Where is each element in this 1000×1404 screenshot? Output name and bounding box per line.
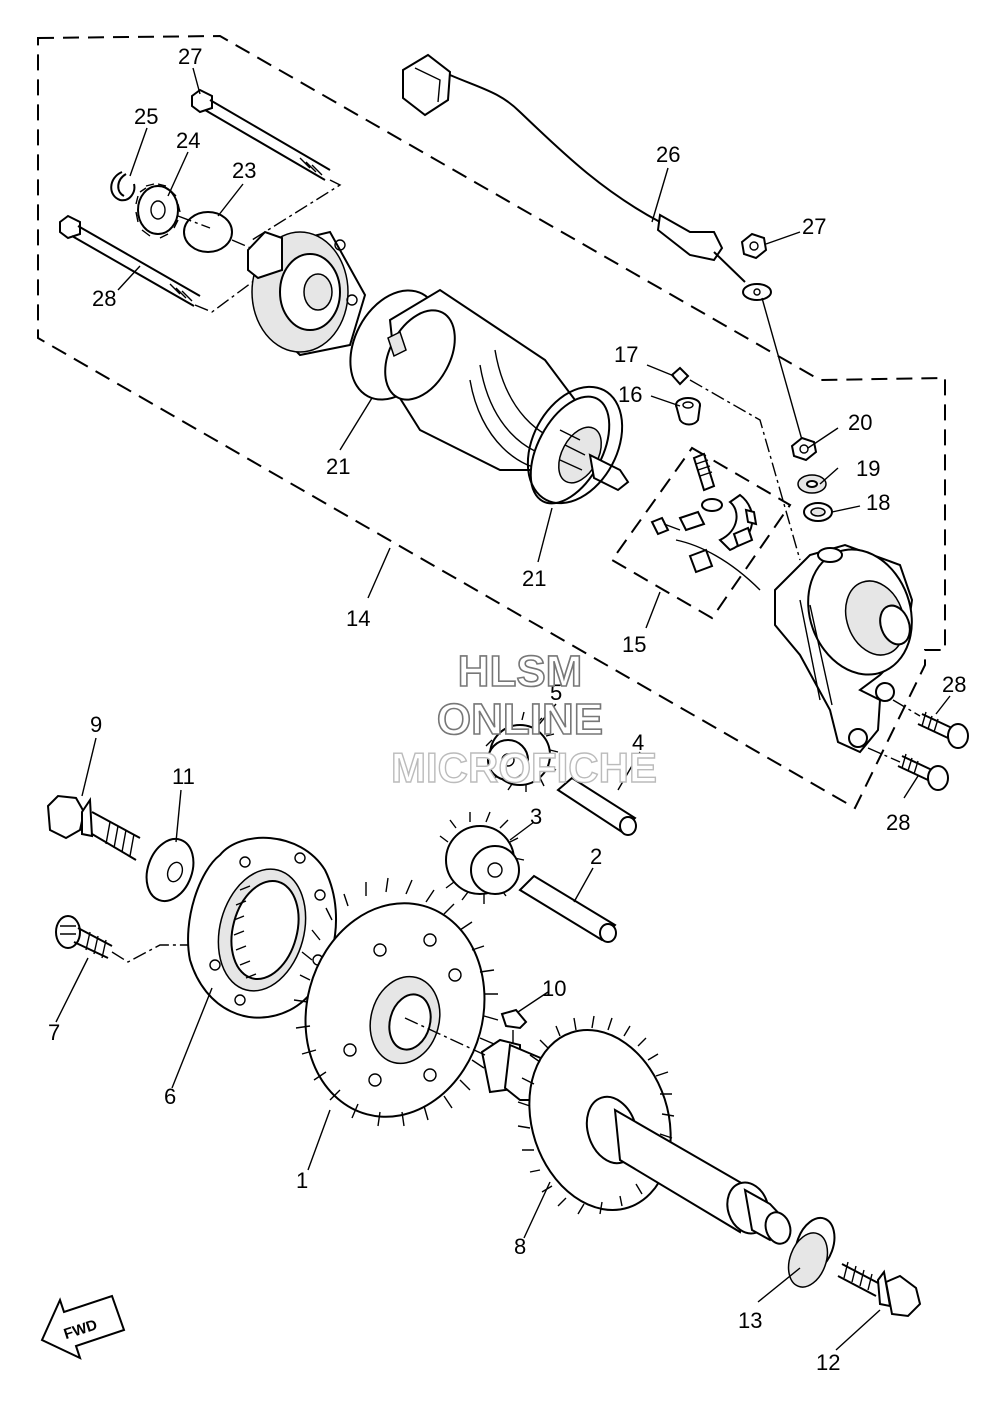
idle-gear-3[interactable] xyxy=(439,811,525,904)
callout-25: 25 xyxy=(134,104,158,129)
flange-bolt-9[interactable] xyxy=(46,794,141,861)
yoke-o-ring-rear[interactable] xyxy=(509,371,641,520)
mounting-bolt-upper[interactable] xyxy=(917,711,969,749)
nut-alignment-line xyxy=(761,297,803,441)
pinion-gear[interactable] xyxy=(135,183,181,239)
callout-22-upper: 27 xyxy=(178,44,202,69)
callout-21-left: 21 xyxy=(326,454,350,479)
callout-2: 2 xyxy=(590,844,602,869)
watermark-line-2: ONLINE xyxy=(437,695,603,744)
callout-28-upper: 28 xyxy=(942,672,966,697)
brush-holder-parts[interactable] xyxy=(650,452,761,591)
callout-28-lower: 28 xyxy=(886,810,910,835)
mounting-bolt-lower[interactable] xyxy=(897,753,949,791)
callout-6: 6 xyxy=(164,1084,176,1109)
callout-14: 14 xyxy=(346,606,370,631)
brush-alignment-line xyxy=(689,379,801,561)
nut-20[interactable] xyxy=(790,436,818,462)
callout-1: 1 xyxy=(296,1168,308,1193)
callout-5: 5 xyxy=(550,680,562,705)
callout-22-lower: 28 xyxy=(92,286,116,311)
callout-7: 7 xyxy=(48,1020,60,1045)
woodruff-key[interactable] xyxy=(500,1008,528,1030)
callout-16: 16 xyxy=(618,382,642,407)
starter-motor-assembly-boundary xyxy=(37,34,946,810)
washer-18[interactable] xyxy=(803,502,833,522)
idle-gear-shaft-4[interactable] xyxy=(556,776,637,836)
callout-11: 11 xyxy=(172,764,195,789)
watermark-line-3: MICROFICHE xyxy=(391,744,657,791)
callout-18: 18 xyxy=(866,490,890,515)
through-bolt-lower[interactable] xyxy=(59,214,201,307)
socket-bolt-7[interactable] xyxy=(55,915,113,959)
washer-13[interactable] xyxy=(782,1213,842,1293)
callout-19: 19 xyxy=(856,456,880,481)
washer-11[interactable] xyxy=(138,832,201,907)
starter-front-cover[interactable] xyxy=(247,230,367,357)
starter-rear-cover[interactable] xyxy=(774,535,929,754)
callout-13: 13 xyxy=(738,1308,762,1333)
terminal-nut[interactable] xyxy=(740,232,768,260)
idle-gear-shaft-2[interactable] xyxy=(518,874,617,943)
callout-26: 26 xyxy=(656,142,680,167)
watermark: HLSM ONLINE MICROFICHE xyxy=(390,646,657,792)
shaft-alignment-line xyxy=(404,1017,486,1056)
bolt-7-alignment-line xyxy=(111,944,190,963)
brush-holder-assembly-boundary xyxy=(610,446,792,620)
o-ring-small[interactable] xyxy=(670,366,690,386)
starter-lead-wire[interactable] xyxy=(402,53,772,301)
callout-3: 3 xyxy=(530,804,542,829)
armature-shaft-end[interactable] xyxy=(515,384,630,516)
callout-27: 27 xyxy=(802,214,826,239)
leader-lines xyxy=(55,67,951,1351)
callout-24: 24 xyxy=(176,128,200,153)
forward-direction-arrow: FWD xyxy=(40,1294,126,1360)
bracket-alignment-line xyxy=(867,699,921,763)
terminal-bushing[interactable] xyxy=(675,397,701,426)
callout-17: 17 xyxy=(614,342,638,367)
starter-clutch-assembly[interactable] xyxy=(187,836,337,1019)
through-bolt-upper[interactable] xyxy=(191,88,331,181)
callout-10: 10 xyxy=(542,976,566,1001)
callout-21-right: 21 xyxy=(522,566,546,591)
starter-wheel-gear[interactable] xyxy=(282,877,508,1137)
callout-numbers: 27 25 24 23 28 26 27 17 16 20 19 18 21 2… xyxy=(48,44,966,1375)
flange-bolt-12[interactable] xyxy=(837,1261,922,1318)
starter-shaft-gear[interactable] xyxy=(480,1011,794,1246)
callout-8: 8 xyxy=(514,1234,526,1259)
idle-gear-5[interactable] xyxy=(485,711,559,792)
washer-19[interactable] xyxy=(797,474,827,494)
callout-4: 4 xyxy=(632,730,644,755)
circlip[interactable] xyxy=(110,171,136,202)
bolt-alignment-line xyxy=(194,179,342,313)
callout-9: 9 xyxy=(90,712,102,737)
starter-motor-yoke[interactable] xyxy=(371,288,592,471)
callout-15: 15 xyxy=(622,632,646,657)
o-ring[interactable] xyxy=(183,211,233,253)
watermark-line-1: HLSM xyxy=(458,647,583,696)
callout-23: 23 xyxy=(232,158,256,183)
callout-20: 20 xyxy=(848,410,872,435)
callout-12: 12 xyxy=(816,1350,840,1375)
